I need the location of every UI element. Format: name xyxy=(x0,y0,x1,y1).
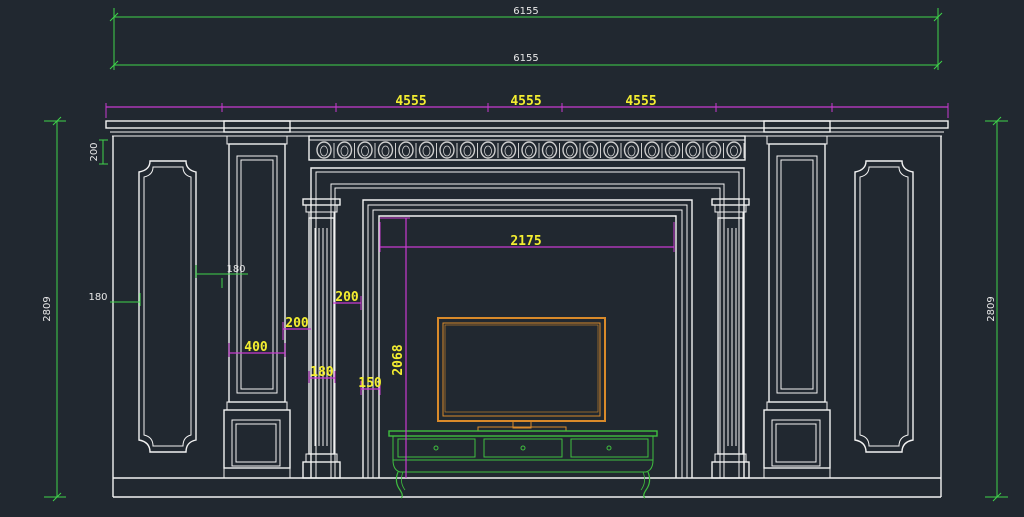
frieze-egg-inner xyxy=(607,145,615,157)
left-column xyxy=(302,198,341,479)
dim-label-panel-offset-b: 180 xyxy=(226,264,245,275)
frieze-egg-ornament xyxy=(705,141,722,159)
right-wall-panel xyxy=(854,160,914,453)
dim-label-panel-offset-a: 180 xyxy=(88,292,107,303)
frieze-egg-inner xyxy=(340,145,349,157)
frieze-egg-ornament xyxy=(336,141,353,159)
frieze-egg-ornament xyxy=(685,141,701,159)
dim-label-opening-height: 2068 xyxy=(391,344,406,375)
frieze-egg-inner xyxy=(627,145,636,157)
right-column xyxy=(711,198,750,479)
frieze-egg-inner xyxy=(730,145,738,157)
dim-label-pilaster-gap-a: 200 xyxy=(285,316,309,331)
pilaster-width-dimension: 400 xyxy=(228,340,286,357)
dim-label-column-width: 180 xyxy=(310,365,334,380)
dim-label-segment-2: 4555 xyxy=(510,94,541,109)
dim-label-pilaster-width: 400 xyxy=(244,340,268,355)
dim-label-right-height: 2809 xyxy=(986,296,997,321)
frieze-egg-ornament xyxy=(541,141,558,159)
panel-offset-dimension-b: 180 xyxy=(195,264,248,288)
left-wall-panel xyxy=(138,160,197,453)
frieze-egg-ornament xyxy=(398,141,414,159)
panel-offset-dimension-a: 180 xyxy=(88,292,141,306)
frieze-egg-inner xyxy=(443,145,451,157)
frieze-egg-inner xyxy=(402,145,410,157)
frieze-egg-inner xyxy=(361,145,369,157)
cornice-dimension: 200 xyxy=(89,139,108,165)
frieze-egg-ornament xyxy=(418,141,435,159)
right-height-dimension: 2809 xyxy=(985,116,1008,502)
pilaster-gap-dimension-b: 200 xyxy=(333,290,362,310)
dim-label-pilaster-gap-b: 200 xyxy=(335,290,359,305)
frieze-egg-inner xyxy=(381,145,390,157)
dim-label-top-2: 6155 xyxy=(513,53,538,64)
opening-height-dimension: 2068 xyxy=(380,217,410,478)
top-dimension-6155-a: 6155 xyxy=(109,6,943,70)
frieze-egg-inner xyxy=(422,145,431,157)
frieze-ornament-row xyxy=(316,141,745,159)
frieze-egg-inner xyxy=(463,145,472,157)
ornamental-frieze xyxy=(308,135,746,161)
dim-label-opening-width: 2175 xyxy=(510,234,541,249)
segment-dimension: 4555 4555 4555 xyxy=(105,94,949,118)
dim-label-reveal: 150 xyxy=(358,376,382,391)
left-height-dimension: 2809 xyxy=(42,116,66,502)
frieze-egg-inner xyxy=(648,145,656,157)
dim-label-cornice: 200 xyxy=(89,142,100,161)
frieze-egg-ornament xyxy=(726,141,742,159)
frieze-egg-ornament xyxy=(521,141,537,159)
frieze-egg-ornament xyxy=(500,141,517,159)
reveal-dimension: 150 xyxy=(358,376,382,395)
frieze-egg-inner xyxy=(320,145,328,157)
left-pilaster xyxy=(223,120,291,479)
frieze-egg-inner xyxy=(566,145,574,157)
top-dimension-6155-b: 6155 xyxy=(109,53,943,70)
opening-width-dimension: 2175 xyxy=(379,222,675,252)
pilaster-gap-dimension-a: 200 xyxy=(282,316,311,340)
frieze-egg-inner xyxy=(689,145,697,157)
dim-label-left-height: 2809 xyxy=(42,296,53,321)
frieze-egg-ornament xyxy=(377,141,394,159)
frieze-egg-ornament xyxy=(480,141,496,159)
frieze-egg-inner xyxy=(545,145,554,157)
frieze-egg-ornament xyxy=(623,141,640,159)
frieze-egg-ornament xyxy=(316,141,332,159)
dim-label-top-1: 6155 xyxy=(513,6,538,17)
frieze-egg-ornament xyxy=(459,141,476,159)
frieze-egg-inner xyxy=(586,145,595,157)
dim-label-segment-3: 4555 xyxy=(625,94,656,109)
frieze-egg-ornament xyxy=(644,141,660,159)
frieze-egg-ornament xyxy=(357,141,373,159)
column-width-dimension: 180 xyxy=(308,365,336,383)
frieze-egg-inner xyxy=(525,145,533,157)
frieze-egg-ornament xyxy=(562,141,578,159)
frieze-egg-ornament xyxy=(603,141,619,159)
frieze-egg-ornament xyxy=(582,141,599,159)
frieze-egg-inner xyxy=(668,145,677,157)
tv xyxy=(437,317,606,432)
dim-label-segment-1: 4555 xyxy=(395,94,426,109)
tv-cabinet xyxy=(388,430,658,499)
opening-frames xyxy=(310,167,745,478)
frieze-egg-inner xyxy=(709,145,718,157)
frieze-egg-inner xyxy=(504,145,513,157)
right-pilaster xyxy=(763,120,831,479)
frieze-egg-ornament xyxy=(664,141,681,159)
frieze-egg-ornament xyxy=(439,141,455,159)
frieze-egg-inner xyxy=(484,145,492,157)
